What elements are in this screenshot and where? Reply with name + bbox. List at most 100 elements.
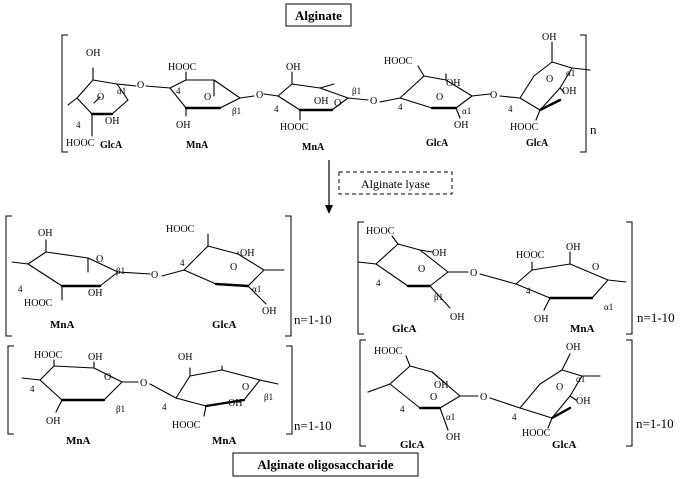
glycosidic-oxygen: O: [140, 378, 147, 389]
oligomer-1: OH O 4 OH HOOC β1 MnA O HOOC OH O 4 α1 O…: [5, 215, 332, 337]
polymer-unit-5: GlcA: [526, 138, 549, 149]
polymer-residue-3: OH OH O 4 HOOC β1 MnA: [263, 62, 369, 153]
c4-label: 4: [376, 278, 381, 288]
glycosidic-oxygen-1: O: [137, 80, 144, 91]
hooc-label: HOOC: [384, 56, 413, 67]
oligosaccharide-title: Alginate oligosaccharide: [257, 457, 393, 472]
glycosidic-oxygen: O: [151, 270, 158, 281]
oh-label: OH: [178, 352, 192, 363]
c4-label: 4: [162, 402, 167, 412]
glycosidic-oxygen-3: O: [370, 96, 377, 107]
polymer-residue-2: HOOC O 4 OH β1 MnA: [145, 62, 255, 151]
oligomer-4-residue-glca-1: HOOC OH O 4 α1 OH GlcA: [367, 346, 479, 451]
oh-label: OH: [105, 116, 119, 127]
oligomer-2-unit-1: GlcA: [392, 323, 416, 335]
c4-label: 4: [76, 120, 81, 130]
oligomer-4-bracket-left: [359, 339, 366, 447]
c4-label: 4: [274, 104, 279, 114]
oligomer-2-repeat: n=1-10: [637, 310, 675, 325]
oligomer-2-bracket-left: [357, 221, 364, 335]
polymer-unit-3: MnA: [302, 142, 325, 153]
hooc-label: HOOC: [66, 138, 95, 149]
oh-label: OH: [566, 242, 580, 253]
oligomer-1-residue-glca: HOOC OH O 4 α1 OH GlcA: [161, 224, 285, 331]
oligomer-1-unit-2: GlcA: [212, 319, 236, 331]
c4-label: 4: [512, 412, 517, 422]
oligomer-3-repeat: n=1-10: [294, 418, 332, 433]
oligomer-1-repeat: n=1-10: [294, 312, 332, 327]
hooc-label: HOOC: [166, 224, 195, 235]
polymer-residue-1: OH O OH α1 4 HOOC GlcA: [66, 48, 137, 151]
oh-label: OH: [450, 312, 464, 323]
polymer-bracket-left: [61, 34, 68, 153]
hooc-label: HOOC: [366, 226, 395, 237]
oligomer-3-unit-2: MnA: [212, 435, 237, 447]
c4-label: 4: [508, 104, 513, 114]
alpha1-label: α1: [462, 106, 471, 116]
oh-label: OH: [454, 120, 468, 131]
oligomer-4-bracket-right: [626, 339, 633, 447]
ring-oxygen-label: O: [436, 92, 443, 103]
oligomer-2: HOOC OH O 4 β1 OH GlcA O HOOC OH O 4 OH …: [357, 221, 675, 335]
beta1-label: β1: [232, 106, 241, 116]
c4-label: 4: [398, 102, 403, 112]
beta1-label: β1: [264, 392, 273, 402]
alginate-title: Alginate: [295, 8, 342, 23]
ring-oxygen-label: O: [204, 92, 211, 103]
oh-label: OH: [576, 396, 590, 407]
oligosaccharide-title-box: Alginate oligosaccharide: [232, 452, 419, 477]
oh-label: OH: [446, 78, 460, 89]
oh-label: OH: [562, 86, 576, 97]
ring-oxygen-label: O: [334, 98, 341, 109]
oh-label: OH: [534, 314, 548, 325]
hooc-label: HOOC: [522, 428, 551, 439]
hooc-label: HOOC: [374, 346, 403, 357]
beta1-label: β1: [116, 266, 125, 276]
oligomer-2-residue-glca: HOOC OH O 4 β1 OH GlcA: [357, 226, 469, 335]
alpha1-label: α1: [117, 86, 126, 96]
oh-label: OH: [86, 48, 100, 59]
polymer-unit-1: GlcA: [100, 140, 123, 151]
ring-oxygen-label: O: [242, 382, 249, 393]
hooc-label: HOOC: [172, 420, 201, 431]
oh-label: OH: [314, 96, 328, 107]
oh-label: OH: [88, 288, 102, 299]
c4-label: 4: [30, 384, 35, 394]
oligomer-3-bracket-right: [286, 345, 293, 435]
beta1-label: β1: [434, 292, 443, 302]
oh-label: OH: [88, 352, 102, 363]
glycosidic-oxygen: O: [470, 268, 477, 279]
alpha1-label: α1: [576, 374, 585, 384]
oligomer-3-bracket-left: [7, 345, 14, 435]
polymer-unit-4: GlcA: [426, 138, 449, 149]
oligomer-4-residue-glca-2: OH O α1 OH 4 HOOC GlcA: [489, 342, 601, 451]
oh-label: OH: [566, 342, 580, 353]
ring-oxygen-label: O: [418, 264, 425, 275]
oligomer-2-unit-2: MnA: [570, 323, 595, 335]
oligomer-1-bracket-left: [5, 215, 12, 337]
polymer-bracket-right: [580, 34, 587, 153]
ring-oxygen-label: O: [96, 254, 103, 265]
polymer-unit-2: MnA: [186, 140, 209, 151]
oh-label: OH: [446, 432, 460, 443]
hooc-label: HOOC: [280, 122, 309, 133]
oligomer-4: HOOC OH O 4 α1 OH GlcA O OH O α1 OH 4 HO…: [359, 339, 674, 451]
glycosidic-oxygen-4: O: [490, 90, 497, 101]
c4-label: 4: [400, 404, 405, 414]
alginate-polymer: n OH O OH α1 4 HOOC GlcA O HOO: [61, 32, 597, 153]
oligomer-3-unit-1: MnA: [66, 435, 91, 447]
glycosidic-oxygen-2: O: [256, 90, 263, 101]
hooc-label: HOOC: [516, 250, 545, 261]
ring-oxygen-label: O: [430, 392, 437, 403]
hooc-label: HOOC: [510, 122, 539, 133]
oligomer-4-unit-2: GlcA: [552, 439, 576, 451]
alpha1-label: α1: [604, 302, 613, 312]
lyase-arrow: [325, 160, 333, 214]
oligomer-3: HOOC OH O 4 OH β1 MnA O OH OH O 4 HOOC β…: [7, 345, 332, 447]
oh-label: OH: [432, 248, 446, 259]
oligomer-4-repeat: n=1-10: [636, 416, 674, 431]
oh-label: OH: [228, 398, 242, 409]
oligomer-1-unit-1: MnA: [50, 319, 75, 331]
oligomer-3-residue-mna-1: HOOC OH O 4 OH β1 MnA: [21, 350, 139, 447]
